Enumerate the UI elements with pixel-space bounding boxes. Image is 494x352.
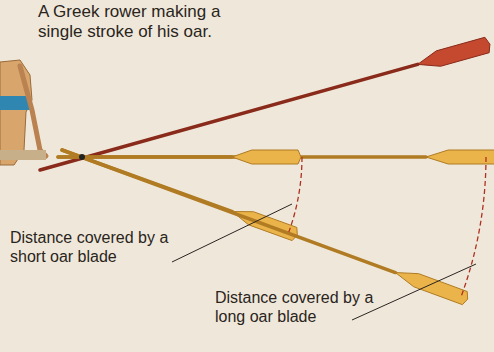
- long-distance-arc: [461, 157, 486, 297]
- caption: A Greek rower making a single stroke of …: [38, 2, 248, 43]
- raised-oar: [40, 37, 490, 170]
- rower-figure: [0, 60, 46, 165]
- short-distance-arc: [289, 157, 302, 232]
- oar-pivot: [79, 154, 85, 160]
- leader-line: [172, 204, 292, 262]
- distance-label: Distance covered by a short oar blade: [10, 228, 170, 266]
- long-oar-level: [58, 150, 494, 164]
- distance-label: Distance covered by a long oar blade: [215, 288, 385, 326]
- long-oar-swept: [62, 150, 468, 305]
